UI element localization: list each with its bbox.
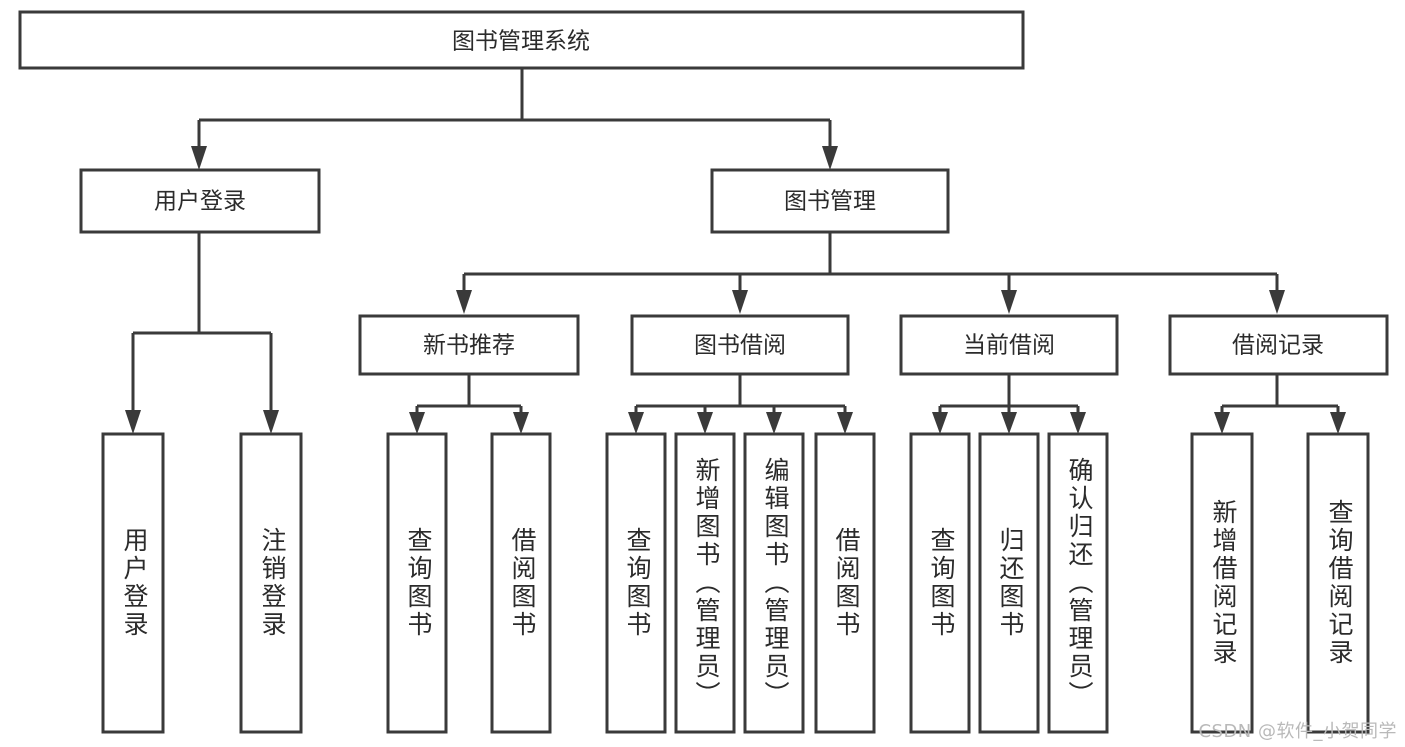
node-label: 查询图书 bbox=[623, 527, 652, 639]
node-label: 图书管理系统 bbox=[452, 29, 590, 55]
arrow-head-icon bbox=[1269, 290, 1285, 314]
node-box bbox=[1190, 432, 1254, 734]
arrow-head-icon bbox=[1070, 412, 1086, 434]
arrow-head-icon bbox=[822, 146, 838, 170]
connector-group-book-borrow bbox=[628, 373, 853, 434]
node-box bbox=[605, 432, 667, 734]
node-leaf-return-book[interactable]: 归还图书 bbox=[978, 432, 1040, 734]
arrow-head-icon bbox=[1330, 412, 1346, 434]
connector-group-current-borrow bbox=[932, 373, 1086, 434]
node-box bbox=[814, 432, 876, 734]
node-leaf-query-borrow-record[interactable]: 查询借阅记录 bbox=[1306, 432, 1370, 734]
connector-group-borrow-record bbox=[1214, 373, 1346, 434]
connector-group-user-login bbox=[125, 232, 279, 434]
node-leaf-add-book-admin[interactable]: 新增图书（管理员） bbox=[674, 432, 736, 734]
node-label: 新增借阅记录 bbox=[1209, 499, 1238, 667]
arrow-head-icon bbox=[628, 412, 644, 434]
node-box bbox=[1306, 432, 1370, 734]
node-box bbox=[386, 432, 448, 734]
arrow-head-icon bbox=[932, 412, 948, 434]
arrow-head-icon bbox=[191, 146, 207, 170]
node-leaf-query-book-new[interactable]: 查询图书 bbox=[386, 432, 448, 734]
node-leaf-query-book[interactable]: 查询图书 bbox=[605, 432, 667, 734]
arrow-head-icon bbox=[409, 412, 425, 434]
arrow-head-icon bbox=[1001, 412, 1017, 434]
node-label: 查询图书 bbox=[404, 527, 433, 639]
node-label: 新增图书（管理员） bbox=[692, 457, 721, 709]
node-leaf-logout[interactable]: 注销登录 bbox=[239, 432, 303, 734]
node-box bbox=[710, 168, 950, 234]
arrow-head-icon bbox=[456, 290, 472, 314]
node-label: 图书管理 bbox=[784, 189, 876, 215]
node-box bbox=[101, 432, 165, 734]
node-leaf-query-book-current[interactable]: 查询图书 bbox=[909, 432, 971, 734]
node-leaf-edit-book-admin[interactable]: 编辑图书（管理员） bbox=[743, 432, 805, 734]
node-book-borrow[interactable]: 图书借阅 bbox=[630, 314, 850, 376]
node-label: 当前借阅 bbox=[963, 333, 1055, 359]
node-label: 新书推荐 bbox=[423, 333, 515, 359]
node-box bbox=[1168, 314, 1389, 376]
arrow-head-icon bbox=[837, 412, 853, 434]
node-box bbox=[674, 432, 736, 734]
node-box bbox=[743, 432, 805, 734]
node-label: 图书借阅 bbox=[694, 333, 786, 359]
node-label: 用户登录 bbox=[120, 527, 149, 639]
node-box bbox=[630, 314, 850, 376]
arrow-head-icon bbox=[732, 290, 748, 314]
connector-group-root bbox=[191, 68, 838, 170]
node-leaf-user-login[interactable]: 用户登录 bbox=[101, 432, 165, 734]
node-root-system[interactable]: 图书管理系统 bbox=[18, 10, 1025, 70]
node-borrow-record[interactable]: 借阅记录 bbox=[1168, 314, 1389, 376]
node-label: 用户登录 bbox=[154, 189, 246, 215]
node-box bbox=[899, 314, 1119, 376]
node-label: 归还图书 bbox=[996, 527, 1025, 639]
node-label: 借阅图书 bbox=[832, 527, 861, 639]
node-box bbox=[239, 432, 303, 734]
node-current-borrow[interactable]: 当前借阅 bbox=[899, 314, 1119, 376]
node-box bbox=[358, 314, 580, 376]
node-box bbox=[978, 432, 1040, 734]
connector-group-new-book bbox=[409, 373, 529, 434]
node-box bbox=[909, 432, 971, 734]
node-label: 查询借阅记录 bbox=[1325, 499, 1354, 667]
node-leaf-confirm-return-admin[interactable]: 确认归还（管理员） bbox=[1047, 432, 1109, 734]
node-label: 查询图书 bbox=[927, 527, 956, 639]
node-leaf-add-borrow-record[interactable]: 新增借阅记录 bbox=[1190, 432, 1254, 734]
node-book-management[interactable]: 图书管理 bbox=[710, 168, 950, 234]
arrow-head-icon bbox=[1001, 290, 1017, 314]
arrow-head-icon bbox=[263, 410, 279, 434]
node-box bbox=[1047, 432, 1109, 734]
node-user-login[interactable]: 用户登录 bbox=[79, 168, 321, 234]
arrow-head-icon bbox=[766, 412, 782, 434]
node-label: 注销登录 bbox=[258, 527, 287, 639]
arrow-head-icon bbox=[697, 412, 713, 434]
node-leaf-borrow-book[interactable]: 借阅图书 bbox=[814, 432, 876, 734]
node-label: 借阅记录 bbox=[1232, 333, 1324, 359]
node-box bbox=[79, 168, 321, 234]
node-label: 编辑图书（管理员） bbox=[761, 457, 790, 709]
node-new-book-recommend[interactable]: 新书推荐 bbox=[358, 314, 580, 376]
node-label: 借阅图书 bbox=[508, 527, 537, 639]
arrow-head-icon bbox=[513, 412, 529, 434]
node-leaf-borrow-book-new[interactable]: 借阅图书 bbox=[490, 432, 552, 734]
connector-group-book-mgmt bbox=[456, 232, 1285, 314]
watermark: CSDN @软件_小贺同学 bbox=[1198, 721, 1397, 742]
node-box bbox=[490, 432, 552, 734]
node-label: 确认归还（管理员） bbox=[1065, 457, 1094, 709]
arrow-head-icon bbox=[125, 410, 141, 434]
node-box bbox=[18, 10, 1025, 70]
arrow-head-icon bbox=[1214, 412, 1230, 434]
